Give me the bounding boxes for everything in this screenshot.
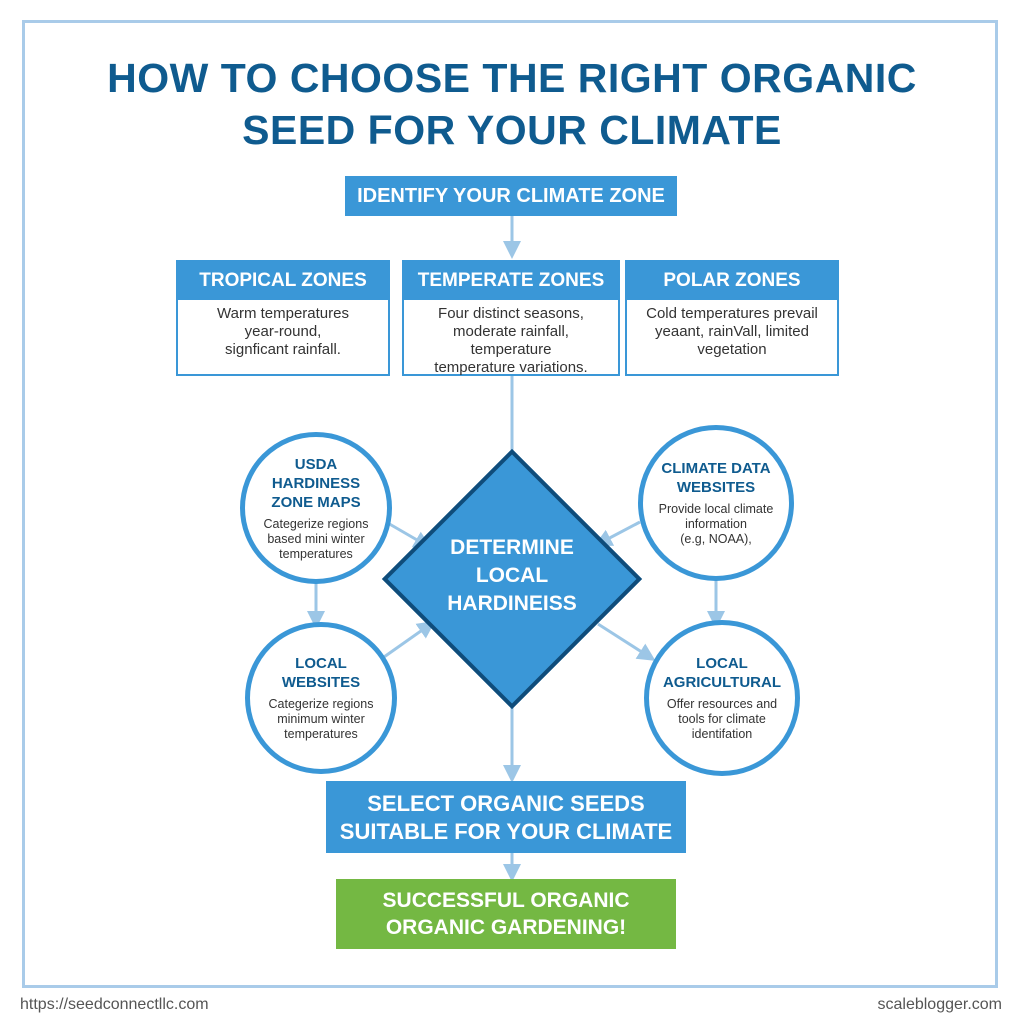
select-line-2: SUITABLE FOR YOUR CLIMATE — [339, 819, 673, 844]
footer-brand: scaleblogger.com — [877, 996, 1002, 1013]
usda-title-line-1: USDA — [294, 455, 338, 473]
diamond-line-1: DETERMINE — [450, 536, 574, 559]
temperate-line-3: temperature — [470, 341, 552, 358]
localag-title-line-2: AGRICULTURAL — [662, 674, 782, 691]
usda-hardiness-description: Categerize regions based mini winter tem… — [256, 517, 377, 562]
climate-data-description: Provide local climate information (e.g, … — [651, 502, 782, 547]
climate-body-line-1: Provide local climate — [658, 502, 774, 516]
polar-line-3: vegetation — [697, 341, 767, 358]
arrow-climate-to-diamond — [594, 520, 641, 547]
local-websites-description: Categerize regions minimum winter temper… — [261, 697, 382, 742]
climate-title-line-1: CLIMATE DATA — [661, 460, 771, 477]
arrow-usda-to-diamond — [385, 520, 432, 549]
localag-body-line-3: identifation — [691, 727, 753, 741]
tropical-line-2: year-round, — [244, 323, 322, 340]
diamond-line-2: LOCAL — [475, 564, 549, 587]
title-line-2: SEED FOR YOUR CLIMATE — [242, 107, 782, 153]
success-line-2: ORGANIC GARDENING! — [385, 916, 627, 939]
localag-title-line-1: LOCAL — [696, 655, 748, 672]
localweb-title-line-1: LOCAL — [295, 655, 347, 672]
diamond-line-3: HARDINEISS — [447, 592, 577, 615]
usda-body-line-3: temperatures — [279, 546, 353, 561]
temperate-line-4: temperature variations. — [434, 359, 588, 376]
temperate-line-2: moderate rainfall, — [453, 323, 569, 340]
usda-body-line-1: Categerize regions — [263, 516, 369, 531]
usda-title-line-2: HARDINESS — [271, 474, 361, 492]
climate-data-websites-circle: CLIMATE DATA WEBSITES Provide local clim… — [638, 425, 794, 581]
temperate-zones-description: Four distinct seasons, moderate rainfall… — [404, 300, 618, 377]
climate-title-line-2: WEBSITES — [676, 479, 756, 496]
select-line-1: SELECT ORGANIC SEEDS — [367, 791, 645, 816]
arrow-diamond-to-localag — [597, 622, 656, 661]
usda-title-line-3: ZONE MAPS — [271, 493, 361, 511]
temperate-line-1: Four distinct seasons, — [438, 305, 584, 322]
polar-zones-title: POLAR ZONES — [627, 262, 837, 300]
climate-body-line-3: (e.g, NOAA), — [680, 532, 752, 546]
climate-data-title: CLIMATE DATA WEBSITES — [661, 459, 770, 497]
page-title: HOW TO CHOOSE THE RIGHT ORGANIC SEED FOR… — [60, 52, 964, 156]
localag-body-line-1: Offer resources and — [666, 697, 778, 711]
usda-hardiness-title: USDA HARDINESS ZONE MAPS — [271, 455, 360, 512]
identify-climate-zone-box: IDENTIFY YOUR CLIMATE ZONE — [345, 176, 677, 216]
localag-body-line-2: tools for climate — [678, 712, 766, 726]
usda-body-line-2: based mini winter — [267, 531, 365, 546]
polar-zones-box: POLAR ZONES Cold temperatures prevail ye… — [625, 260, 839, 376]
polar-zones-description: Cold temperatures prevail yeaant, rainVa… — [627, 300, 837, 359]
tropical-line-3: signficant rainfall. — [225, 341, 341, 358]
local-websites-circle: LOCAL WEBSITES Categerize regions minimu… — [245, 622, 397, 774]
localweb-title-line-2: WEBSITES — [281, 674, 361, 691]
title-line-1: HOW TO CHOOSE THE RIGHT ORGANIC — [107, 55, 917, 101]
temperate-zones-title: TEMPERATE ZONES — [404, 262, 618, 300]
local-agricultural-title: LOCAL AGRICULTURAL — [663, 654, 781, 692]
localweb-body-line-3: temperatures — [284, 727, 358, 741]
tropical-zones-title: TROPICAL ZONES — [178, 262, 388, 300]
identify-climate-zone-label: IDENTIFY YOUR CLIMATE ZONE — [357, 185, 665, 207]
determine-hardiness-label: DETERMINE LOCAL HARDINEISS — [412, 534, 612, 618]
local-websites-title: LOCAL WEBSITES — [282, 654, 360, 692]
usda-hardiness-circle: USDA HARDINESS ZONE MAPS Categerize regi… — [240, 432, 392, 584]
arrow-localweb-to-diamond — [383, 620, 436, 659]
climate-body-line-2: information — [685, 517, 747, 531]
localweb-body-line-2: minimum winter — [277, 712, 365, 726]
successful-gardening-box: SUCCESSFUL ORGANIC ORGANIC GARDENING! — [336, 879, 676, 949]
footer-source-url: https://seedconnectllc.com — [20, 996, 209, 1013]
tropical-zones-box: TROPICAL ZONES Warm temperatures year-ro… — [176, 260, 390, 376]
infographic-frame — [22, 20, 998, 988]
polar-line-1: Cold temperatures prevail — [646, 305, 818, 322]
tropical-zones-description: Warm temperatures year-round, signficant… — [178, 300, 388, 359]
temperate-zones-box: TEMPERATE ZONES Four distinct seasons, m… — [402, 260, 620, 376]
select-organic-seeds-box: SELECT ORGANIC SEEDS SUITABLE FOR YOUR C… — [326, 781, 686, 853]
polar-line-2: yeaant, rainVall, limited — [655, 323, 809, 340]
local-agricultural-circle: LOCAL AGRICULTURAL Offer resources and t… — [644, 620, 800, 776]
local-agricultural-description: Offer resources and tools for climate id… — [659, 697, 785, 742]
tropical-line-1: Warm temperatures — [217, 305, 349, 322]
success-line-1: SUCCESSFUL ORGANIC — [382, 889, 630, 912]
localweb-body-line-1: Categerize regions — [268, 697, 374, 711]
